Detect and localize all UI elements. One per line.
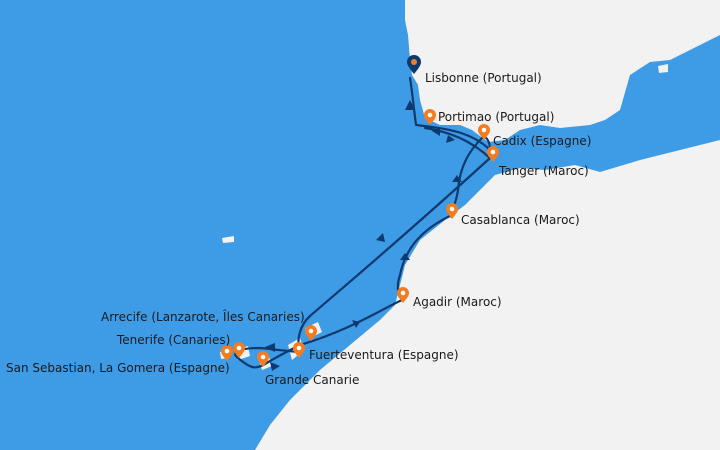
port-pins	[221, 55, 499, 367]
route-segment	[234, 76, 492, 369]
pin-center	[490, 149, 496, 155]
pin-center	[449, 206, 455, 212]
pin-center	[427, 112, 433, 118]
route-arrow	[376, 233, 385, 242]
pin-center	[224, 348, 230, 354]
pin-fuerteventura[interactable]	[293, 342, 305, 358]
route-arrow	[352, 320, 360, 328]
port-label-tanger: Tanger (Maroc)	[499, 164, 589, 178]
pin-agadir[interactable]	[397, 287, 409, 303]
port-label-portimao: Portimao (Portugal)	[438, 110, 555, 124]
pin-center	[236, 345, 242, 351]
route-direction-arrows	[265, 100, 462, 371]
cruise-route	[234, 76, 492, 369]
port-label-lisbonne: Lisbonne (Portugal)	[425, 71, 542, 85]
port-label-cadix: Cadix (Espagne)	[493, 134, 592, 148]
pin-center	[308, 328, 314, 334]
pin-center	[260, 354, 266, 360]
pin-portimao[interactable]	[424, 109, 436, 125]
madeira-island	[222, 236, 234, 243]
port-label-grande-canarie: Grande Canarie	[265, 373, 360, 387]
route-arrow	[452, 175, 462, 182]
pin-center	[400, 290, 406, 296]
port-label-arrecife: Arrecife (Lanzarote, Îles Canaries)	[101, 310, 305, 324]
port-label-san-sebastian: San Sebastian, La Gomera (Espagne)	[6, 361, 230, 375]
start-pin-center	[411, 59, 417, 65]
route-arrow	[400, 253, 410, 260]
pin-grande-canarie[interactable]	[257, 351, 269, 367]
route-arrow	[432, 127, 440, 136]
port-label-agadir: Agadir (Maroc)	[413, 295, 502, 309]
iberian-peninsula-land	[405, 0, 720, 142]
route-arrow	[265, 343, 275, 352]
gibraltar-islet	[658, 64, 668, 73]
pin-casablanca[interactable]	[446, 203, 458, 219]
pin-san-sebastian[interactable]	[221, 345, 233, 361]
port-label-fuerteventura: Fuerteventura (Espagne)	[309, 348, 459, 362]
port-label-tenerife: Tenerife (Canaries)	[117, 333, 231, 347]
africa-land	[255, 140, 720, 450]
port-label-casablanca: Casablanca (Maroc)	[461, 213, 580, 227]
pin-center	[296, 345, 302, 351]
pin-cadix[interactable]	[478, 124, 490, 140]
pin-arrecife[interactable]	[305, 325, 317, 341]
pin-tanger[interactable]	[487, 146, 499, 162]
pin-lisbonne[interactable]	[407, 55, 421, 74]
pin-center	[481, 127, 487, 133]
route-arrow	[446, 135, 455, 143]
pin-tenerife[interactable]	[233, 342, 245, 358]
route-arrow	[270, 362, 280, 371]
route-arrow	[405, 100, 415, 110]
